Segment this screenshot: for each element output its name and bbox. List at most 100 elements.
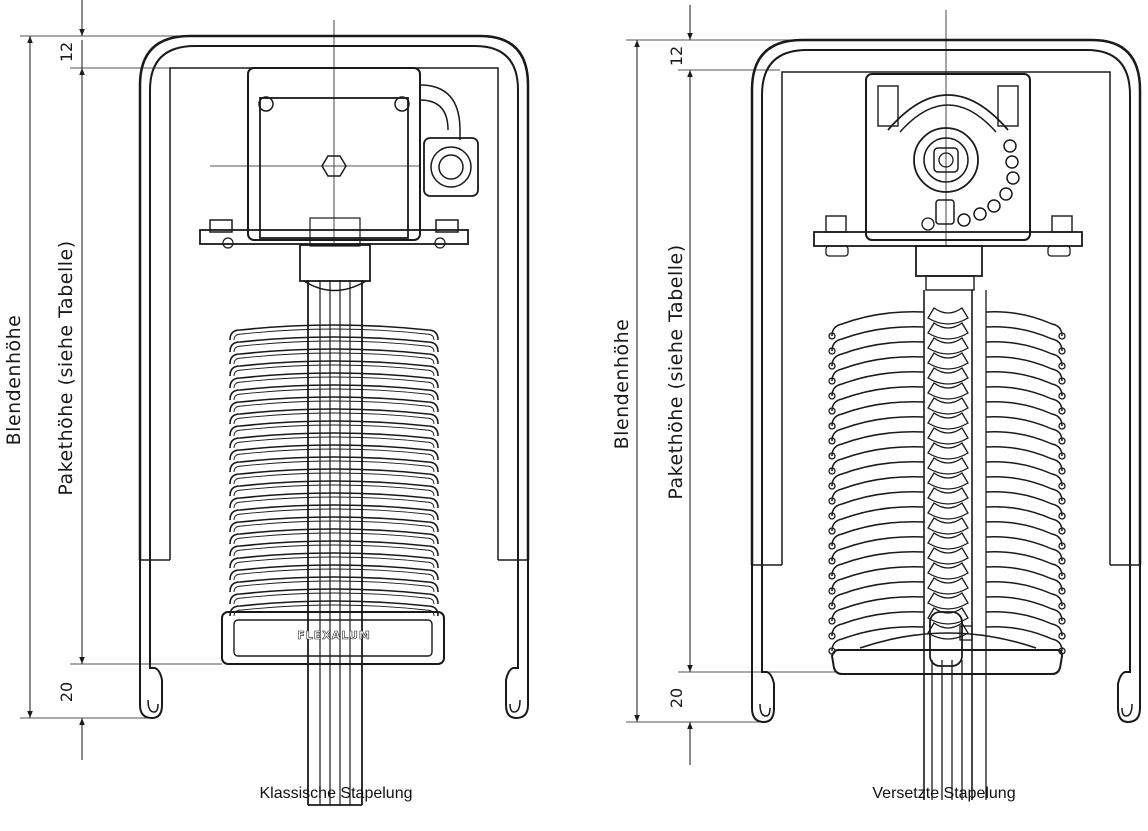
chain-link: [927, 307, 969, 325]
slat-edge: [828, 437, 836, 445]
slat-left-wing: [831, 506, 925, 532]
slat-right-wing: [985, 506, 1063, 532]
slat-inner: [233, 448, 435, 461]
slat-left-wing: [831, 551, 925, 577]
left-ladder-strings: [307, 280, 363, 806]
slat-inner: [233, 352, 435, 365]
slat-edge: [1058, 377, 1066, 385]
left-bottom-rail: FLEXALUM: [221, 611, 445, 665]
slat-edge: [1058, 437, 1066, 445]
right-caption: Versetzte Stapelung: [872, 785, 1015, 802]
slat-left-wing: [831, 476, 925, 502]
slat: [229, 600, 439, 617]
slat-left-wing: [831, 326, 925, 352]
slat-inner: [233, 472, 435, 485]
slat-edge: [828, 542, 836, 550]
left-dim-top-label: 12: [57, 42, 76, 62]
slat-edge: [828, 467, 836, 475]
slat-left-wing: [831, 566, 925, 592]
slat-edge: [828, 407, 836, 415]
slat-left-wing: [831, 491, 925, 517]
slat-left-wing: [831, 356, 925, 382]
slat-inner: [233, 556, 435, 569]
slat-inner: [233, 412, 435, 425]
slat-right-wing: [985, 341, 1063, 367]
slat-inner: [233, 424, 435, 437]
slat-right-wing: [985, 401, 1063, 427]
slat: [229, 564, 439, 581]
slat-edge: [1058, 407, 1066, 415]
chain-link: [927, 427, 969, 445]
slat: [229, 432, 439, 449]
slat-edge: [828, 602, 836, 610]
slat: [229, 588, 439, 605]
right-dim-top-label: 12: [667, 46, 686, 66]
slat-right-wing: [985, 371, 1063, 397]
slat-edge: [1058, 347, 1066, 355]
slat-inner: [233, 520, 435, 533]
chain-link: [927, 532, 969, 550]
slat-edge: [1058, 632, 1066, 640]
slat-inner: [233, 484, 435, 497]
right-ladder-chain: [923, 290, 987, 800]
slat-edge: [1058, 542, 1066, 550]
slat: [229, 420, 439, 437]
slat-edge: [828, 377, 836, 385]
slat-right-wing: [985, 326, 1063, 352]
left-dim-total-label: Blendenhöhe: [3, 315, 25, 446]
slat-right-wing: [985, 566, 1063, 592]
slat-edge: [1058, 422, 1066, 430]
right-dim-package-label: Pakethöhe (siehe Tabelle): [665, 244, 687, 499]
slat: [229, 372, 439, 389]
left-dimension-lines: Blendenhöhe Pakethöhe (siehe Tabelle) 12…: [3, 0, 222, 760]
chain-link: [927, 337, 969, 355]
slat-left-wing: [831, 311, 925, 337]
slat-right-wing: [985, 521, 1063, 547]
slat: [229, 396, 439, 413]
slat-edge: [1058, 587, 1066, 595]
right-bottom-rail: [830, 611, 1064, 675]
slat: [229, 552, 439, 569]
slat-edge: [828, 617, 836, 625]
slat-edge: [1058, 482, 1066, 490]
left-dim-bottom-label: 20: [57, 682, 76, 702]
slat-edge: [828, 452, 836, 460]
slat-inner: [233, 388, 435, 401]
slat-left-wing: [831, 611, 925, 637]
slat-right-wing: [985, 386, 1063, 412]
slat: [229, 336, 439, 353]
slat: [229, 540, 439, 557]
slat-edge: [1058, 452, 1066, 460]
bead-chain: [957, 139, 1020, 227]
chain-link: [927, 412, 969, 430]
slat-edge: [828, 527, 836, 535]
slat-edge: [1058, 392, 1066, 400]
slat-edge: [828, 422, 836, 430]
chain-link: [927, 547, 969, 565]
slat: [229, 528, 439, 545]
chain-link: [927, 562, 969, 580]
right-head-rail: [813, 10, 1083, 291]
chain-link: [927, 487, 969, 505]
slat-inner: [233, 580, 435, 593]
slat: [229, 516, 439, 533]
slat-inner: [233, 496, 435, 509]
slat-edge: [1058, 602, 1066, 610]
slat-edge: [1058, 572, 1066, 580]
slat: [229, 468, 439, 485]
slat: [229, 504, 439, 521]
slat-right-wing: [985, 611, 1063, 637]
slat-right-wing: [985, 491, 1063, 517]
slat-left-wing: [831, 386, 925, 412]
right-dimension-lines: Blendenhöhe Pakethöhe (siehe Tabelle) 12…: [611, 5, 835, 765]
slat-left-wing: [831, 341, 925, 367]
chain-link: [927, 367, 969, 385]
slat-edge: [828, 347, 836, 355]
left-dim-package-label: Pakethöhe (siehe Tabelle): [55, 240, 77, 495]
right-dim-total-label: Blendenhöhe: [611, 319, 633, 450]
slat: [229, 576, 439, 593]
slat-left-wing: [831, 401, 925, 427]
slat-edge: [1058, 467, 1066, 475]
slat-right-wing: [985, 416, 1063, 442]
